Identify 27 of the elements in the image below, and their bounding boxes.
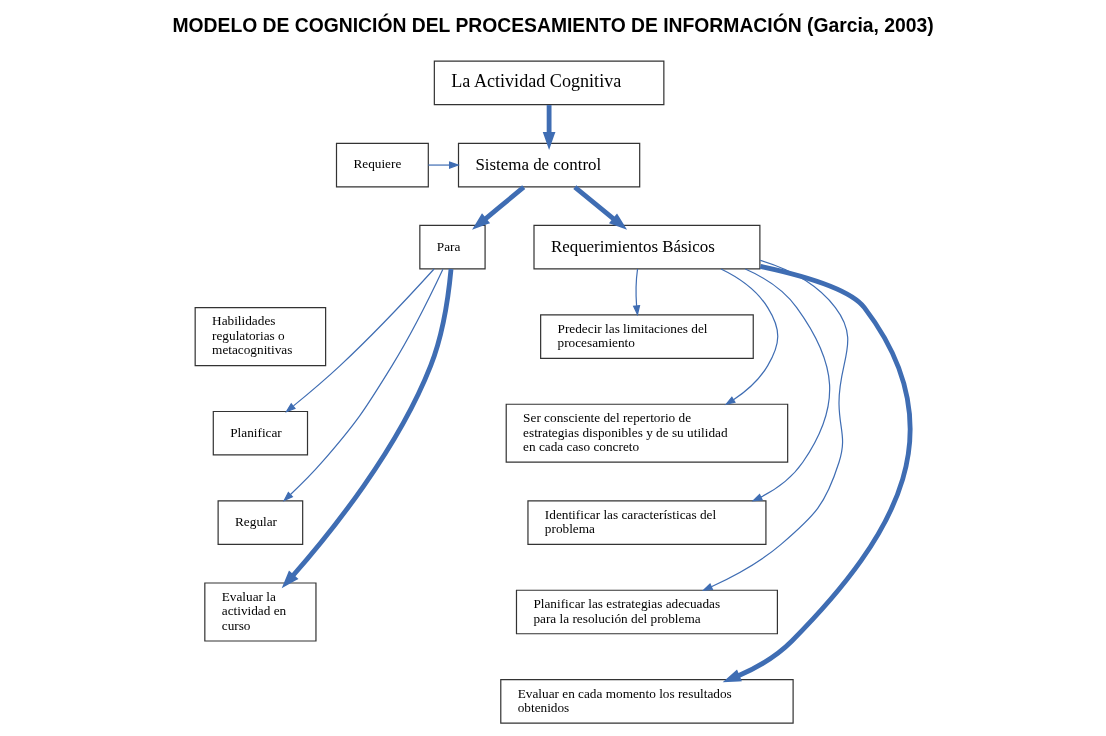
node-box: Habilidades regulatorias o metacognitivas bbox=[194, 307, 327, 367]
diagram-title: MODELO DE COGNICIÓN DEL PROCESAMIENTO DE INFORMACIÓN (Garcia, 2003) bbox=[172, 14, 934, 36]
arrow bbox=[701, 259, 849, 591]
node-box: Evaluar en cada momento los resultados obtenidos bbox=[500, 679, 794, 724]
node-box: Ser consciente del repertorio de estrategias disponibles y de su utilidad en cada caso concreto bbox=[505, 403, 789, 463]
arrow bbox=[472, 185, 526, 230]
node-box: Planificar bbox=[212, 410, 309, 456]
node-box: Identificar las características del problema bbox=[527, 500, 767, 545]
node-box: Planificar las estrategias adecuadas para la resolución del problema bbox=[515, 589, 778, 635]
node-box: Evaluar la actividad en curso bbox=[204, 582, 317, 642]
arrow bbox=[573, 185, 628, 230]
node-box: Predecir las limitaciones del procesamiento bbox=[540, 314, 754, 359]
node-box: Requiere bbox=[335, 142, 429, 188]
arrow bbox=[542, 105, 556, 151]
node-box: Sistema de control bbox=[457, 142, 641, 188]
arrow bbox=[427, 161, 460, 169]
arrow bbox=[720, 268, 779, 406]
node-box: Para bbox=[419, 224, 486, 270]
arrow bbox=[285, 268, 435, 413]
node-box: Regular bbox=[217, 500, 304, 545]
node-box: Requerimientos Básicos bbox=[533, 224, 761, 270]
arrow bbox=[744, 268, 831, 502]
arrow bbox=[282, 268, 444, 502]
arrow bbox=[632, 268, 641, 317]
node-box: La Actividad Cognitiva bbox=[433, 60, 665, 106]
arrow bbox=[722, 264, 913, 683]
arrow bbox=[281, 268, 454, 589]
